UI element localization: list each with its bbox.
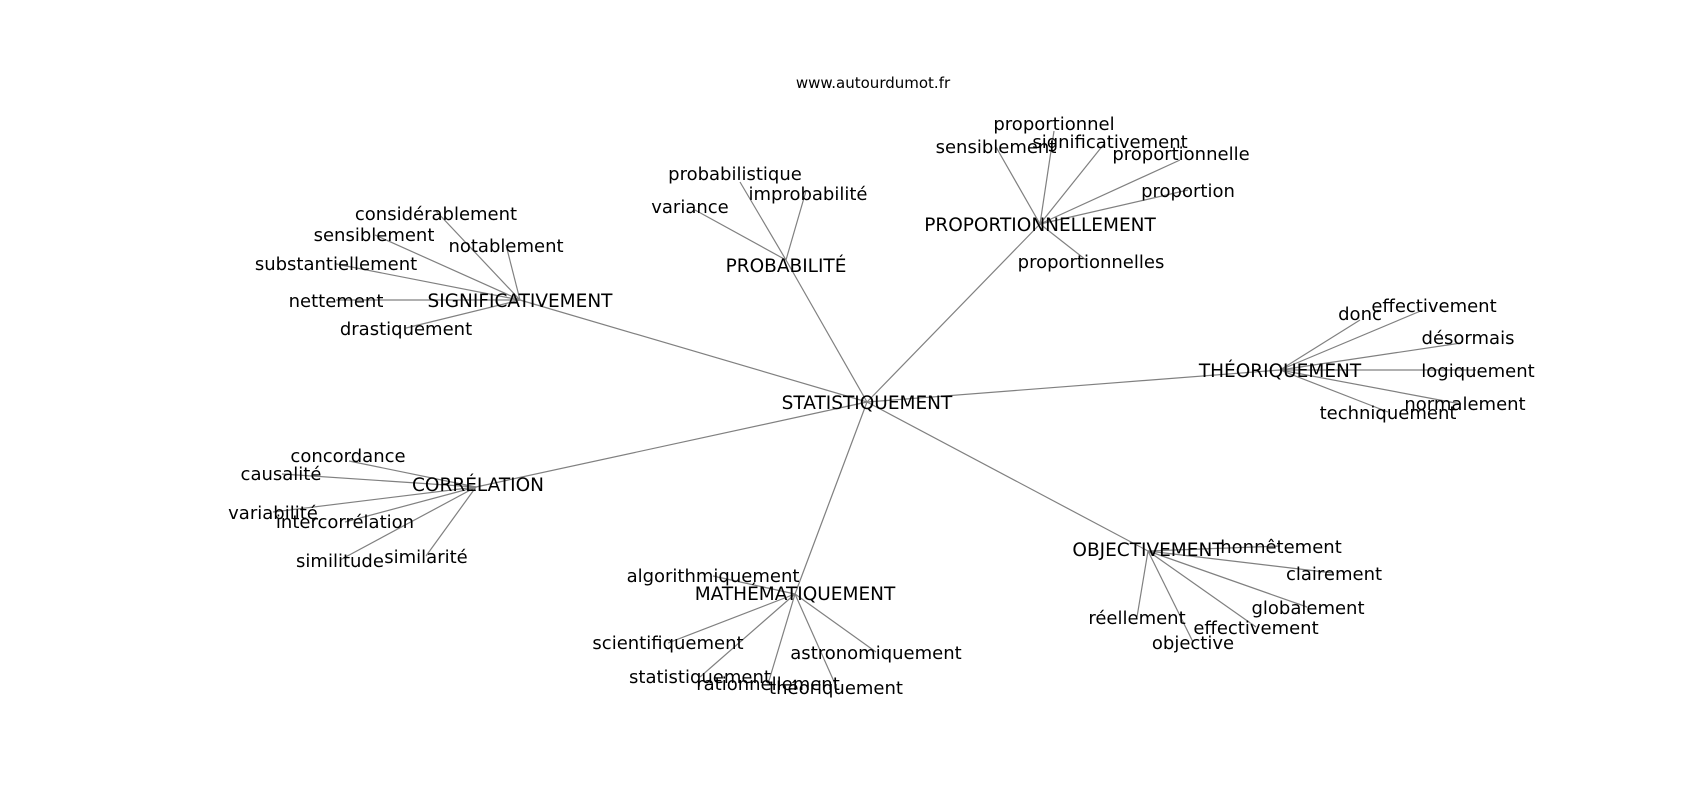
hub-word: MATHÉMATIQUEMENT [695,583,896,605]
edge-hub-to-word [1039,189,1189,225]
edge-hub-to-word [1039,130,1055,225]
associated-word: logiquement [1421,361,1534,382]
edge-hub-to-word [794,593,877,653]
edge-hub-to-word [335,263,521,301]
edge-hub-to-word [505,244,521,301]
associated-word: nettement [289,291,384,312]
associated-word: effectivement [1193,618,1318,639]
edge-hub-to-word [281,473,477,488]
edge-center-to-hub [475,401,868,488]
associated-word: sensiblement [314,225,435,246]
edge-hub-to-word [1039,143,1105,225]
associated-word: variance [651,197,729,218]
associated-word: proportionnelle [1112,144,1249,165]
associated-word: proportion [1141,181,1235,202]
associated-word: similitude [296,551,384,572]
source-site-label: www.autourdumot.fr [796,74,951,92]
edge-hub-to-word [699,593,796,678]
associated-word: significativement [1032,132,1187,153]
center-word: STATISTIQUEMENT [782,393,953,414]
edge-center-to-hub [866,223,1041,403]
hub-word: OBJECTIVEMENT [1072,540,1224,561]
associated-word: causalité [241,464,322,485]
associated-word: honnêtement [1220,537,1342,558]
edge-center-to-hub [866,369,1281,403]
associated-word: astronomiquement [790,643,961,664]
edge-hub-to-word [1147,550,1257,628]
associated-word: notablement [448,236,563,257]
associated-word: proportionnel [993,114,1114,135]
associated-word: objective [1152,633,1234,654]
edge-hub-to-word [1147,550,1194,643]
edge-center-to-hub [794,401,868,595]
associated-word: algorithmiquement [627,566,800,587]
edge-hub-to-word [1147,550,1334,574]
associated-word: considérablement [355,204,517,225]
hub-word: PROBABILITÉ [726,255,847,277]
associated-word: sensiblement [936,137,1057,158]
hub-word: PROPORTIONNELLEMENT [924,215,1156,236]
associated-word: improbabilité [749,184,868,205]
edge-center-to-hub [866,401,1149,552]
edge-hub-to-word [1279,319,1361,371]
associated-word: techniquement [1320,403,1457,424]
associated-word: intercorrélation [276,512,414,533]
associated-word: normalement [1404,394,1525,415]
hub-word: SIGNIFICATIVEMENT [428,291,614,312]
edge-hub-to-word [1039,159,1181,225]
edge-hub-to-word [767,593,796,685]
associated-word: réellement [1088,608,1185,629]
associated-word: scientifiquement [592,633,743,654]
edge-hub-to-word [435,210,521,301]
edge-hub-to-word [344,486,477,523]
edge-hub-to-word [425,486,477,557]
edge-hub-to-word [1279,309,1424,371]
hub-word: CORRÉLATION [412,474,544,496]
associated-word: concordance [290,446,405,467]
associated-word: substantiellement [255,254,417,275]
edge-hub-to-word [1147,545,1281,552]
edge-hub-to-word [374,234,521,301]
associated-word: drastiquement [340,319,472,340]
edge-center-to-hub [519,299,868,403]
label-layer: www.autourdumot.fr STATISTIQUEMENT SIGNI… [228,74,1535,699]
edge-hub-to-word [694,209,787,261]
edge-layer [272,130,1476,687]
associated-word: proportionnelles [1018,252,1165,273]
edge-hub-to-word [1279,369,1389,413]
edge-hub-to-word [1279,369,1462,405]
edge-hub-to-word [667,593,796,644]
associated-word: clairement [1286,564,1382,585]
edge-hub-to-word [272,486,477,513]
edge-hub-to-word [405,299,521,329]
associated-word: théoriquement [769,678,903,699]
associated-word: donc [1338,304,1382,325]
edge-hub-to-word [712,575,796,595]
edge-hub-to-word [339,486,477,561]
edge-hub-to-word [1039,223,1087,261]
associated-word: rationnellement [696,674,840,695]
edge-hub-to-word [995,146,1041,225]
edge-hub-to-word [794,593,837,687]
associated-word: similarité [384,547,467,568]
edge-hub-to-word [348,460,477,488]
associated-word: désormais [1422,328,1515,349]
associated-word: variabilité [228,503,318,524]
edge-center-to-hub [785,259,868,403]
edge-hub-to-word [1136,550,1149,618]
edge-hub-to-word [739,181,787,261]
associated-word: probabilistique [668,164,802,185]
edge-hub-to-word [1147,550,1308,608]
hub-word: THÉORIQUEMENT [1198,360,1362,382]
edge-hub-to-word [1279,342,1462,371]
associated-word: effectivement [1371,296,1496,317]
associated-word: globalement [1251,598,1364,619]
edge-hub-to-word [785,190,807,261]
associated-word: statistiquement [629,667,771,688]
